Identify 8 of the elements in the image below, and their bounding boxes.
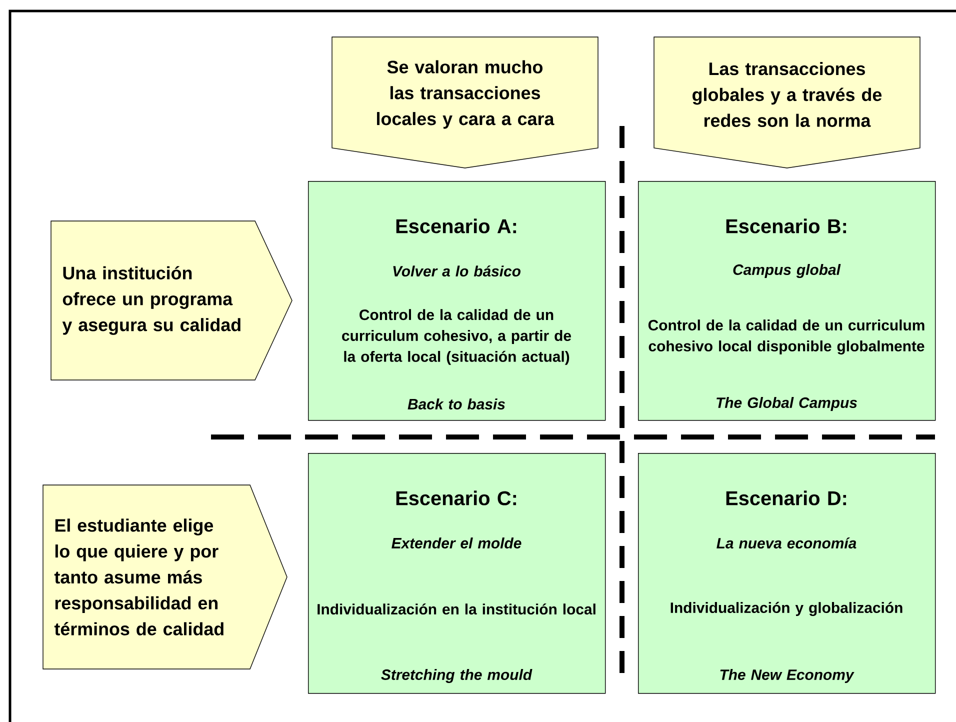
scenario-box: Escenario B: Campus global Control de la calidad de un curriculum cohesivo local disponible globalmente The Global Campus bbox=[638, 181, 936, 421]
arrow-box: Una institución ofrece un programa y asegura su calidad bbox=[50, 220, 292, 380]
scenario-box: Escenario A: Volver a lo básico Control de la calidad de un curriculum cohesivo, a partir de la oferta local (situación actual) Back to basis bbox=[308, 181, 606, 421]
scenario-box: Escenario C: Extender el molde Individualización en la institución local Stretching the mould bbox=[308, 453, 606, 694]
arrow-box: El estudiante elige lo que quiere y por tanto asume más responsabilidad en términos de calidad bbox=[42, 484, 288, 670]
arrow-box: Se valoran mucho las transacciones locales y cara a cara bbox=[332, 36, 598, 168]
arrow-box: Las transacciones globales y a través de redes son la norma bbox=[654, 36, 920, 168]
scenario-box: Escenario D: La nueva economía Individualización y globalización The New Economy bbox=[638, 453, 936, 694]
